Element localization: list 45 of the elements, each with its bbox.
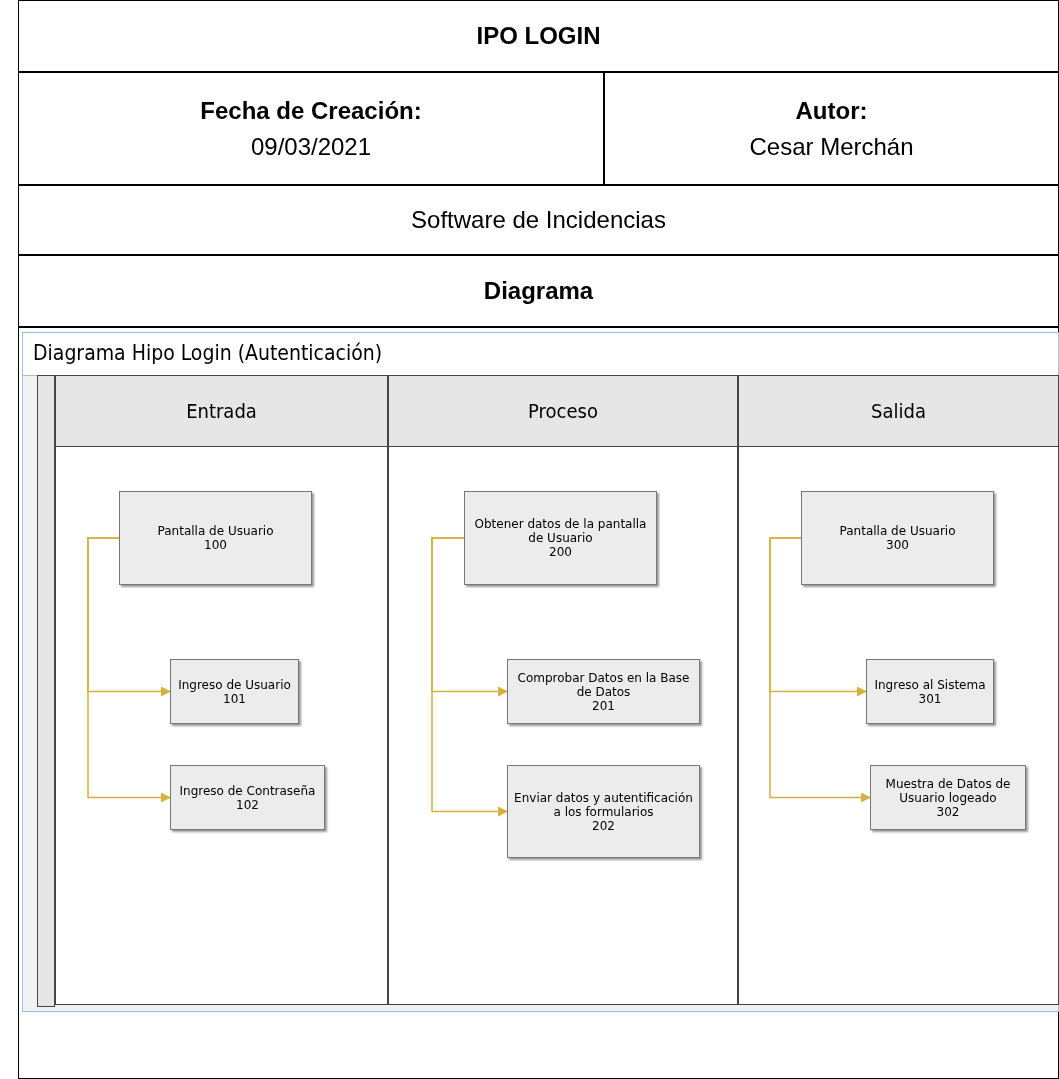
swimlane	[738, 375, 1059, 1005]
box-label: Pantalla de Usuario	[839, 524, 956, 538]
author-text: Cesar Merchán	[749, 132, 914, 161]
field-label: Autor:	[795, 96, 868, 125]
box-number: 200	[549, 545, 572, 559]
box-number: 201	[592, 698, 615, 713]
subtitle: Software de Incidencias	[411, 206, 666, 234]
process-box	[801, 491, 994, 585]
box-number: 101	[223, 691, 246, 706]
lane-header: Entrada	[56, 376, 387, 447]
box-label: Muestra de Datos de Usuario logeado	[884, 776, 1012, 805]
process-box	[119, 491, 312, 585]
box-number: 102	[236, 797, 259, 812]
title: IPO LOGIN	[476, 22, 601, 50]
frame-label: Diagrama Hipo Login (Autenticación)	[33, 341, 383, 365]
box-number: 302	[936, 804, 960, 819]
box-label: Obtener datos de la pantalla de Usuario	[473, 517, 648, 545]
connector-arrow	[769, 537, 871, 803]
box-label: Ingreso de Contraseña	[179, 783, 316, 798]
section-heading: Diagrama	[483, 277, 594, 305]
box-number: 202	[592, 818, 615, 833]
box-label: Pantalla de Usuario	[157, 524, 274, 538]
lane-header: Salida	[739, 376, 1058, 447]
process-box	[870, 765, 1026, 830]
process-box	[866, 659, 994, 724]
box-label: Ingreso al Sistema	[874, 677, 986, 692]
box-number: 300	[886, 538, 909, 552]
box-label: Enviar datos y autentificación a los formularios	[513, 790, 694, 819]
connector-arrow	[431, 537, 508, 817]
lane-header: Proceso	[389, 376, 737, 447]
process-box	[464, 491, 657, 585]
box-number: 100	[204, 538, 227, 552]
connector-arrow	[87, 537, 171, 803]
diagram-frame	[22, 332, 1059, 1012]
box-label: Ingreso de Usuario	[178, 677, 291, 692]
process-box	[507, 659, 700, 724]
field-label: Fecha de Creación:	[200, 96, 422, 125]
process-box	[507, 765, 700, 858]
process-box	[170, 765, 325, 830]
swimlane	[388, 375, 738, 1005]
date-text: 09/03/2021	[250, 132, 372, 161]
box-number: 301	[918, 691, 942, 706]
box-label: Comprobar Datos en la Base de Datos	[516, 670, 691, 699]
process-box	[170, 659, 299, 724]
swimlane	[55, 375, 388, 1005]
